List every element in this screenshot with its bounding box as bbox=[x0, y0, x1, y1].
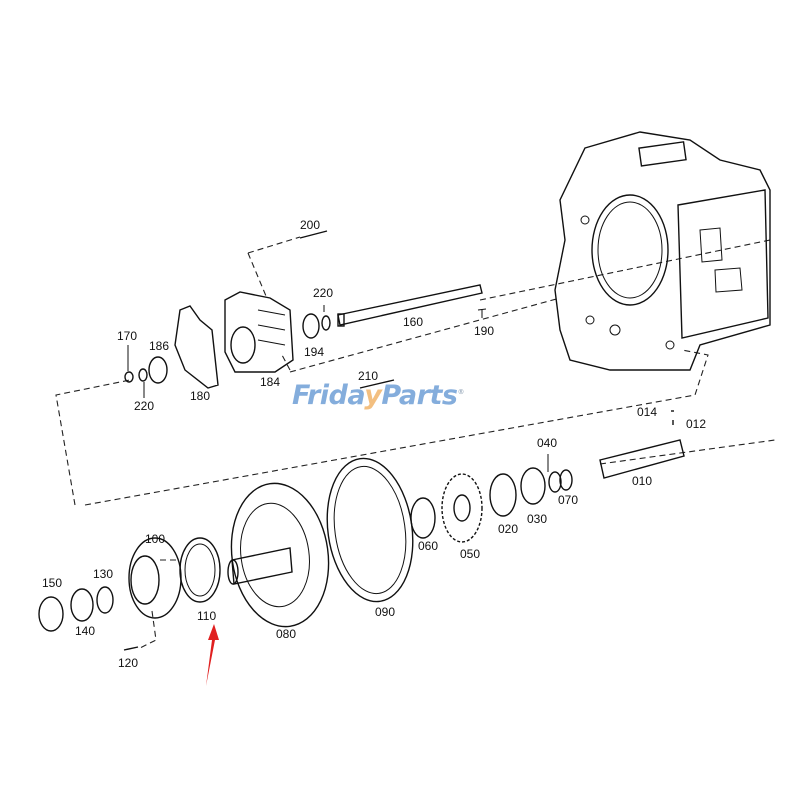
part-160-shaft bbox=[337, 284, 483, 327]
label-220-upper: 220 bbox=[313, 286, 333, 300]
label-020: 020 bbox=[498, 522, 518, 536]
part-120-bolt bbox=[123, 646, 139, 651]
part-100-cover bbox=[128, 537, 182, 619]
label-186: 186 bbox=[149, 339, 169, 353]
part-220-ring bbox=[138, 368, 148, 382]
assembly-lines bbox=[55, 236, 776, 649]
part-194-bearing bbox=[302, 313, 320, 339]
label-150: 150 bbox=[42, 576, 62, 590]
part-140-ring bbox=[70, 588, 94, 622]
label-080: 080 bbox=[276, 627, 296, 641]
transmission-housing bbox=[554, 131, 771, 371]
label-060: 060 bbox=[418, 539, 438, 553]
registered-mark: ® bbox=[457, 388, 464, 396]
part-180-gasket bbox=[174, 305, 219, 389]
label-010: 010 bbox=[632, 474, 652, 488]
watermark-logo: FridayParts® bbox=[292, 380, 464, 411]
part-200-bolt bbox=[299, 230, 328, 239]
label-012: 012 bbox=[686, 417, 706, 431]
label-110: 110 bbox=[197, 609, 216, 623]
part-090-gasket bbox=[326, 457, 414, 603]
highlight-arrow bbox=[206, 624, 219, 686]
part-150-ring bbox=[38, 596, 64, 632]
watermark-part2: y bbox=[364, 380, 382, 411]
label-090: 090 bbox=[375, 605, 395, 619]
part-030-washer bbox=[520, 467, 546, 505]
part-labels: 200 220 160 190 194 170 186 180 184 220 … bbox=[42, 218, 706, 670]
label-200: 200 bbox=[300, 218, 320, 232]
label-210: 210 bbox=[358, 369, 378, 383]
watermark-part3: Parts bbox=[381, 380, 458, 411]
part-190-key bbox=[477, 308, 487, 318]
part-010-shaft bbox=[599, 439, 685, 479]
part-110-gasket bbox=[179, 537, 221, 603]
label-190: 190 bbox=[474, 324, 494, 338]
part-186-bearing bbox=[148, 356, 168, 384]
part-210-bolt bbox=[359, 379, 395, 389]
label-030: 030 bbox=[527, 512, 547, 526]
label-184: 184 bbox=[260, 375, 280, 389]
label-220-lower: 220 bbox=[134, 399, 154, 413]
label-120: 120 bbox=[118, 656, 138, 670]
label-140: 140 bbox=[75, 624, 95, 638]
part-020-bearing bbox=[489, 473, 517, 517]
part-040-ring bbox=[548, 471, 562, 493]
part-050-gear bbox=[441, 473, 483, 543]
part-184-housing bbox=[224, 291, 294, 373]
label-130: 130 bbox=[93, 567, 113, 581]
part-070-ring bbox=[559, 469, 573, 491]
part-170-ring bbox=[124, 371, 134, 383]
label-070: 070 bbox=[558, 493, 578, 507]
part-220-o-ring bbox=[321, 315, 331, 331]
label-170: 170 bbox=[117, 329, 137, 343]
part-060-bearing bbox=[410, 497, 436, 539]
label-050: 050 bbox=[460, 547, 480, 561]
label-014: 014 bbox=[637, 405, 657, 419]
label-180: 180 bbox=[190, 389, 210, 403]
label-100: 100 bbox=[145, 532, 165, 546]
watermark-part1: Frida bbox=[292, 380, 365, 411]
label-040: 040 bbox=[537, 436, 557, 450]
label-194: 194 bbox=[304, 345, 324, 359]
label-160: 160 bbox=[403, 315, 423, 329]
part-080-housing bbox=[227, 482, 330, 628]
part-130-ring bbox=[96, 586, 114, 614]
